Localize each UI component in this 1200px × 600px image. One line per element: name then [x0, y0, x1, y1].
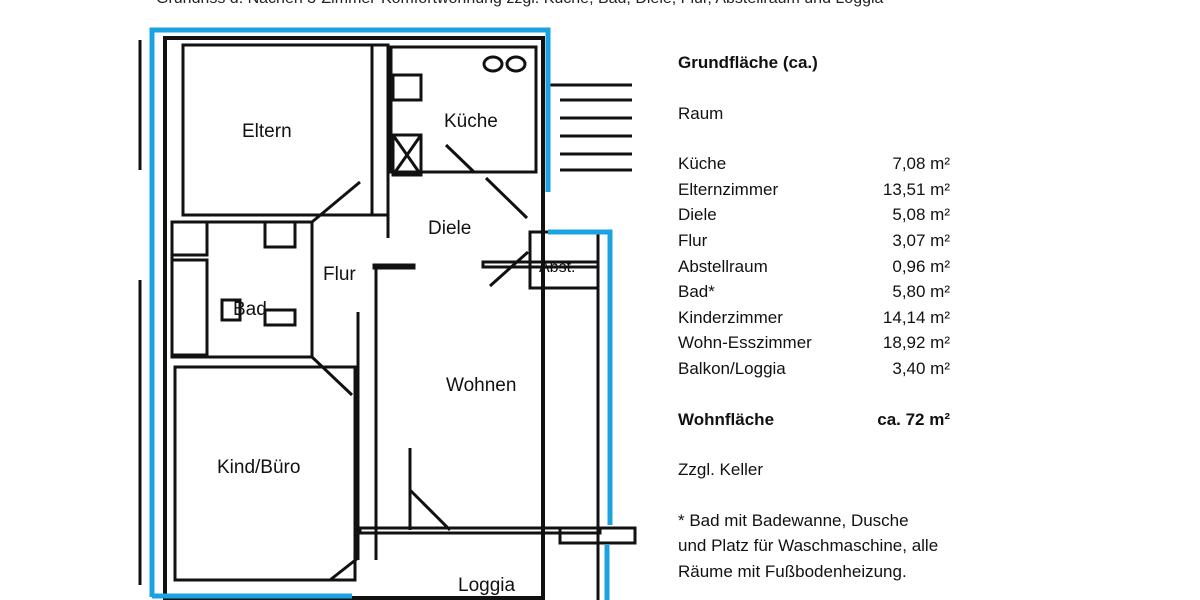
room-name: Bad* — [678, 282, 715, 302]
room-name: Kinderzimmer — [678, 307, 783, 327]
room-name: Abstellraum — [678, 256, 768, 276]
room-area: 13,51 m² — [882, 179, 950, 199]
room-label-flur: Flur — [323, 264, 356, 285]
apartment-outline — [149, 27, 613, 600]
footnote-line: Räume mit Fußbodenheizung. — [678, 561, 907, 581]
area-row: Diele 5,08 m² — [678, 202, 950, 228]
room-area: 14,14 m² — [882, 307, 950, 327]
room-label-bad: Bad — [233, 299, 267, 320]
area-heading: Grundfläche (ca.) — [678, 53, 818, 72]
area-row: Flur 3,07 m² — [678, 228, 950, 254]
area-row: Küche 7,08 m² — [678, 151, 950, 177]
plan-caption: Grundriss d. Nachen 3-Zimmer-Komfortwohn… — [156, 0, 883, 8]
room-area: 5,80 m² — [892, 282, 950, 302]
area-row: Bad* 5,80 m² — [678, 279, 950, 305]
area-row: Wohn-Esszimmer 18,92 m² — [678, 330, 950, 356]
room-area: 7,08 m² — [892, 154, 950, 174]
total-value: ca. 72 m² — [877, 409, 950, 429]
extra-note: Zzgl. Keller — [678, 460, 764, 480]
room-area: 5,08 m² — [892, 205, 950, 225]
area-table: Grundfläche (ca.) Raum Küche 7,08 m² Elter… — [678, 50, 950, 585]
room-name: Diele — [678, 205, 717, 225]
room-name: Küche — [678, 154, 727, 174]
walls — [138, 36, 637, 600]
room-area: 3,07 m² — [892, 230, 950, 250]
room-area: 3,40 m² — [892, 358, 950, 378]
floor-plan: Eltern Küche Diele Flur Abst. Bad Wohnen… — [138, 27, 637, 600]
column-label: Raum — [678, 103, 724, 123]
room-name: Elternzimmer — [678, 179, 779, 199]
room-label-wohnen: Wohnen — [446, 375, 516, 396]
area-row: Balkon/Loggia 3,40 m² — [678, 356, 950, 382]
room-label-diele: Diele — [428, 218, 471, 239]
room-label-loggia: Loggia — [458, 575, 515, 596]
footnote-line: und Platz für Waschmaschine, alle — [678, 536, 939, 556]
room-label-eltern: Eltern — [242, 121, 292, 142]
room-name: Balkon/Loggia — [678, 358, 786, 378]
room-area: 0,96 m² — [892, 256, 950, 276]
room-label-abst: Abst. — [539, 259, 575, 276]
total-label: Wohnfläche — [678, 409, 775, 429]
area-row: Abstellraum 0,96 m² — [678, 254, 950, 280]
area-row: Kinderzimmer 14,14 m² — [678, 305, 950, 331]
room-name: Wohn-Esszimmer — [678, 333, 812, 353]
room-name: Flur — [678, 230, 708, 250]
room-area: 18,92 m² — [882, 333, 950, 353]
area-row: Elternzimmer 13,51 m² — [678, 177, 950, 203]
room-label-kind: Kind/Büro — [217, 457, 300, 478]
room-label-kueche: Küche — [444, 111, 498, 132]
footnote-line: * Bad mit Badewanne, Dusche — [678, 510, 909, 530]
total-row: Wohnfläche ca. 72 m² — [678, 407, 950, 433]
